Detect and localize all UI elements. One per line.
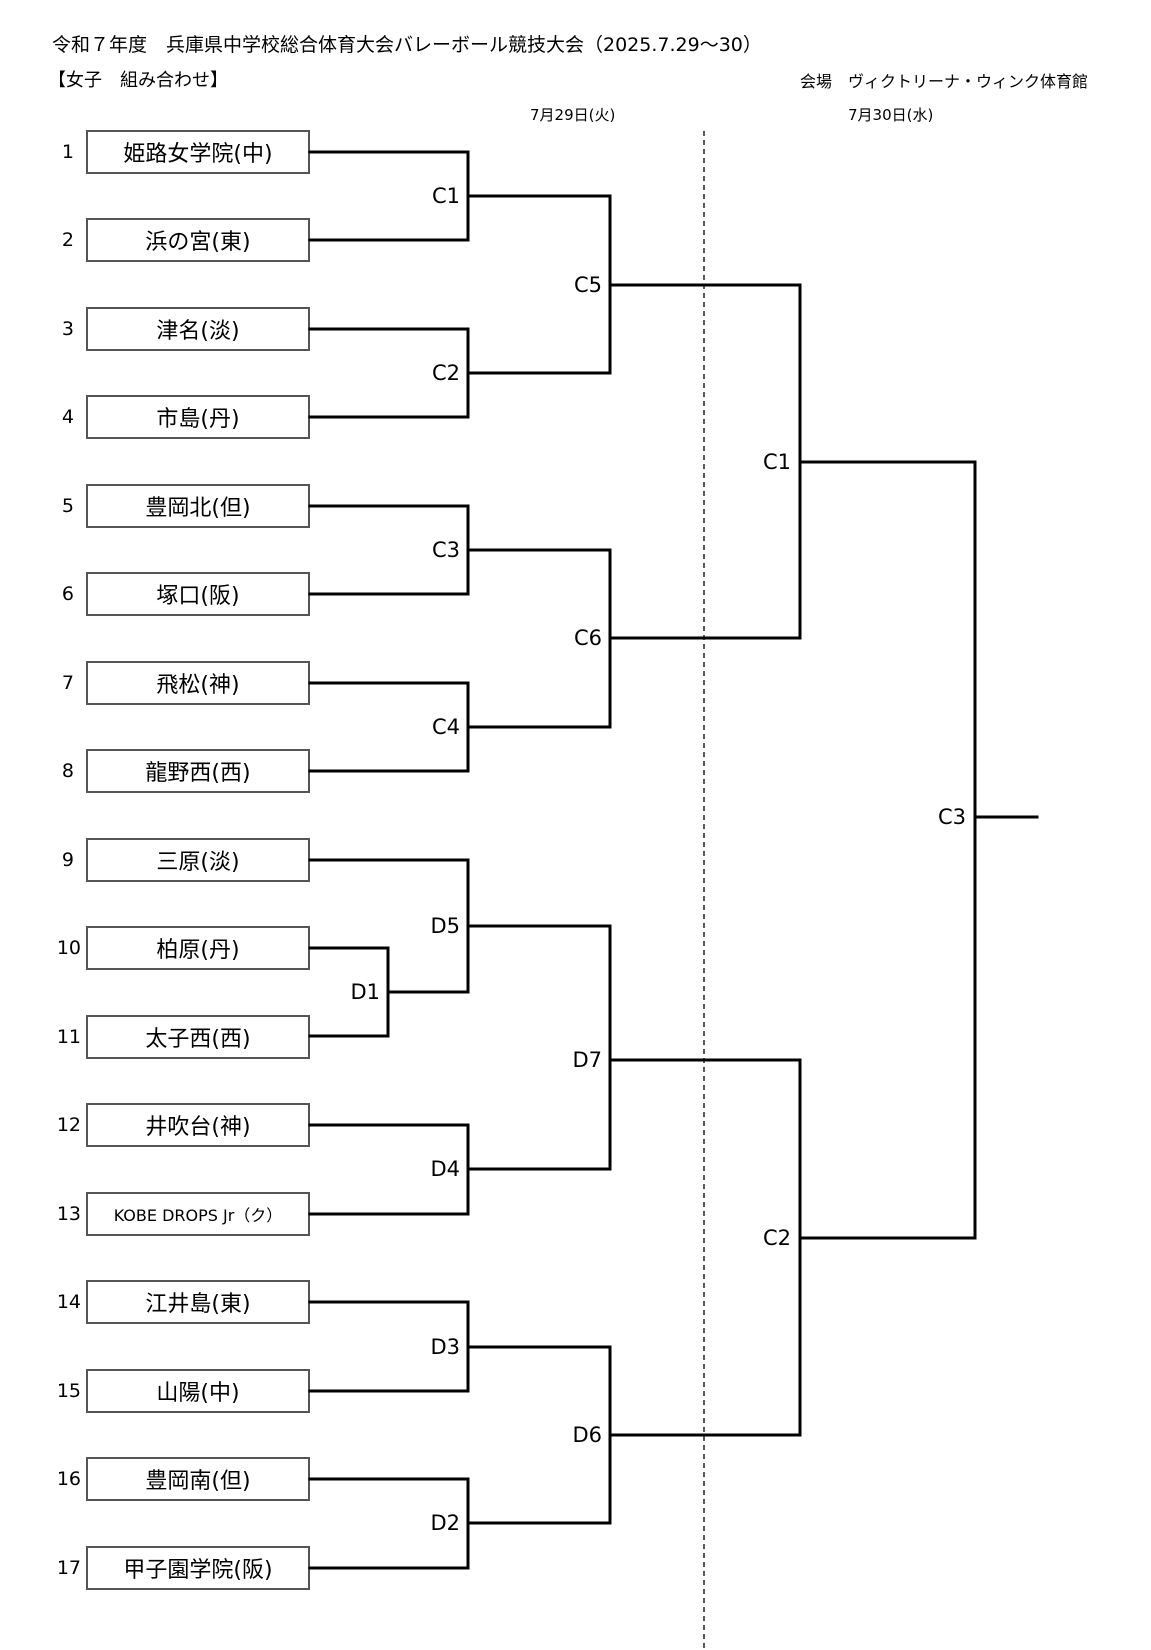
venue-label: 会場 ヴィクトリーナ・ウィンク体育館 xyxy=(800,72,1089,91)
match-label: C5 xyxy=(573,273,602,297)
seed-number: 5 xyxy=(61,495,74,517)
page-title: 令和７年度 兵庫県中学校総合体育大会バレーボール競技大会（2025.7.29～3… xyxy=(52,34,762,56)
match-label: C2 xyxy=(431,361,460,385)
seed-number: 17 xyxy=(56,1557,81,1579)
match-label: D1 xyxy=(350,980,380,1004)
seed-number: 8 xyxy=(61,760,74,782)
match-label: C6 xyxy=(573,626,602,650)
team-box: 三原(淡) xyxy=(86,838,310,882)
team-box: 柏原(丹) xyxy=(86,926,310,970)
team-box: 塚口(阪) xyxy=(86,572,310,616)
bracket-subtitle: 【女子 組み合わせ】 xyxy=(48,70,228,91)
match-label: C1 xyxy=(431,184,460,208)
seed-number: 2 xyxy=(61,229,74,251)
match-label: C3 xyxy=(431,538,460,562)
match-label: D4 xyxy=(430,1157,460,1181)
team-box: 太子西(西) xyxy=(86,1015,310,1059)
seed-number: 6 xyxy=(61,583,74,605)
day1-label: 7月29日(火) xyxy=(530,106,616,124)
seed-number: 12 xyxy=(56,1114,81,1136)
team-box: 浜の宮(東) xyxy=(86,218,310,262)
seed-number: 4 xyxy=(61,406,74,428)
seed-number: 1 xyxy=(61,141,74,163)
team-box: 井吹台(神) xyxy=(86,1103,310,1147)
seed-number: 11 xyxy=(56,1026,81,1048)
seed-number: 7 xyxy=(61,672,74,694)
seed-number: 14 xyxy=(56,1291,81,1313)
team-box: 姫路女学院(中) xyxy=(86,130,310,174)
match-label: D6 xyxy=(572,1423,602,1447)
match-label: C4 xyxy=(431,715,460,739)
seed-number: 3 xyxy=(61,318,74,340)
team-box: 市島(丹) xyxy=(86,395,310,439)
day2-label: 7月30日(水) xyxy=(848,106,934,124)
seed-number: 9 xyxy=(61,849,74,871)
match-label: C1 xyxy=(762,450,791,474)
match-label: D7 xyxy=(572,1048,602,1072)
seed-number: 15 xyxy=(56,1380,81,1402)
team-box: 豊岡北(但) xyxy=(86,484,310,528)
bracket-line xyxy=(308,858,470,994)
match-label: C3 xyxy=(937,805,966,829)
team-box: 豊岡南(但) xyxy=(86,1457,310,1501)
team-box: 龍野西(西) xyxy=(86,749,310,793)
match-label: C2 xyxy=(762,1226,791,1250)
seed-number: 13 xyxy=(56,1203,81,1225)
match-label: D5 xyxy=(430,914,460,938)
match-label: D3 xyxy=(430,1335,460,1359)
match-label: D2 xyxy=(430,1511,460,1535)
seed-number: 16 xyxy=(56,1468,81,1490)
team-box: 山陽(中) xyxy=(86,1369,310,1413)
team-box: 甲子園学院(阪) xyxy=(86,1546,310,1590)
seed-number: 10 xyxy=(56,937,81,959)
